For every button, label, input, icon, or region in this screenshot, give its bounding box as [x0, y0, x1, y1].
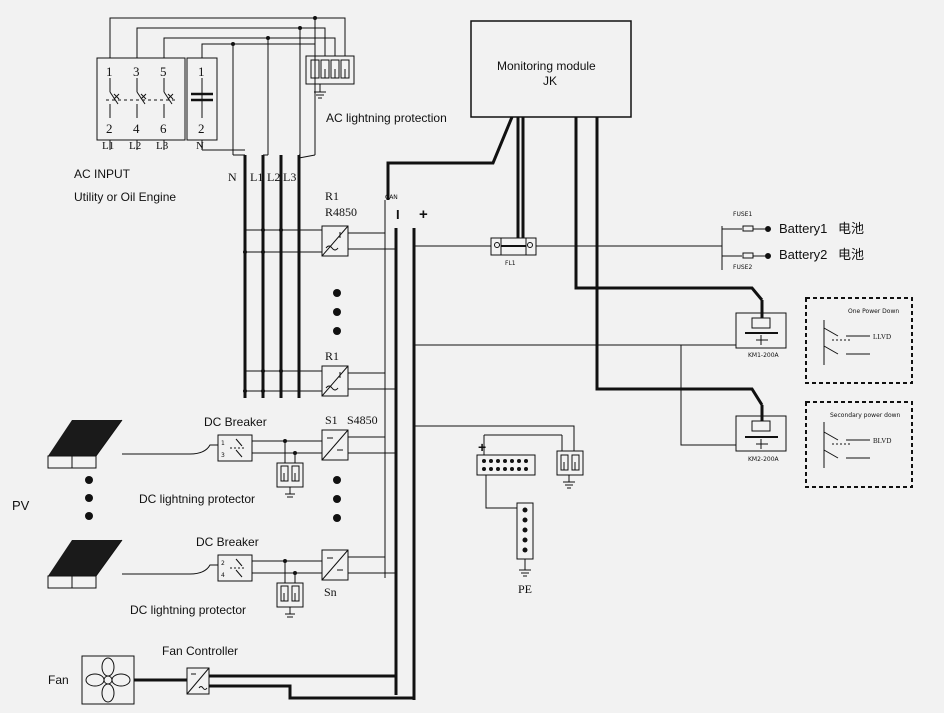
can-label: CAN [385, 194, 398, 201]
dc-breaker-bottom-pin-2: 2 [221, 560, 225, 567]
ac-phase-l1: L1 [102, 140, 114, 152]
battery2-label: Battery2 [779, 247, 827, 262]
monitoring-module [470, 20, 632, 118]
km2-label: KM2-200A [748, 456, 780, 463]
blvd-label: BLVD [873, 437, 891, 445]
monitoring-title: Monitoring module [497, 59, 596, 73]
bus-ground-block [556, 450, 584, 476]
ac-pin-2: 2 [106, 121, 113, 136]
fan-controller [186, 667, 210, 695]
fan-wiring [134, 674, 414, 700]
rectifier-r1-bottom [321, 365, 349, 397]
solar-s1-label: S1 [325, 413, 338, 427]
dc-breaker-top-pin-3: 3 [221, 452, 225, 459]
pv-label: PV [12, 498, 30, 513]
pv-junction-dots [283, 439, 297, 575]
dc-breaker-label-2: DC Breaker [196, 535, 259, 549]
dc-breaker-bottom [217, 554, 253, 582]
ac-neutral-label: N [196, 140, 204, 152]
pv-ellipsis-dots [85, 476, 93, 520]
fuse1-label: FUSE1 [733, 211, 752, 218]
shunt-label: FL1 [505, 260, 516, 267]
bus-label-n: N [228, 170, 237, 184]
dc-protector-bottom [276, 561, 304, 618]
km1-label: KM1-200A [748, 352, 780, 359]
solar-controller-sn [321, 549, 349, 581]
solar-model-label: S4850 [347, 413, 378, 427]
solar-ellipsis-dots [333, 476, 341, 522]
ac-pin-3: 3 [133, 64, 140, 79]
rectifier-model-label: R4850 [325, 205, 357, 219]
battery1-cn: 电池 [838, 221, 864, 236]
ac-input-subtitle: Utility or Oil Engine [74, 190, 176, 204]
bus-label-l2: L2 [267, 170, 280, 184]
busbar-plus-label: + [478, 439, 486, 455]
rectifier-dc-outputs [348, 232, 395, 574]
fan [81, 655, 135, 705]
contactor-km2 [735, 405, 787, 452]
solar-controller-s1 [321, 429, 349, 461]
n-pin-2: 2 [198, 121, 205, 136]
rectifier-ellipsis-dots [333, 289, 341, 335]
solar-panel-bottom [47, 539, 123, 589]
dc-protector-top [276, 441, 304, 498]
ac-phase-l2: L2 [129, 140, 141, 152]
dc-protector-label-2: DC lightning protector [130, 603, 246, 617]
battery2-cn: 电池 [838, 247, 864, 262]
can-to-monitoring [386, 116, 514, 200]
fan-label: Fan [48, 673, 69, 687]
ac-lightning-label: AC lightning protection [326, 111, 447, 125]
ac-bus [202, 149, 316, 398]
llvd-title: One Power Down [848, 308, 899, 315]
llvd-label: LLVD [873, 333, 891, 341]
dc-breaker-top [217, 434, 253, 462]
positive-busbar [476, 454, 536, 476]
solar-panel-top [47, 419, 123, 469]
pe-label: PE [518, 582, 532, 596]
battery1-label: Battery1 [779, 221, 827, 236]
contactor-km1 [735, 300, 787, 349]
rectifier-r1-label: R1 [325, 189, 339, 203]
dc-minus-label: I [396, 207, 400, 222]
ac-pin-5: 5 [160, 64, 167, 79]
ac-bus-tap-dots [243, 228, 283, 393]
ac-pin-4: 4 [133, 121, 140, 136]
fuse2-label: FUSE2 [733, 264, 752, 271]
rectifier-r1-bottom-label: R1 [325, 349, 339, 363]
ac-feed-wires [109, 17, 346, 155]
dc-breaker-top-pin-1: 1 [221, 440, 225, 447]
dc-protector-label-1: DC lightning protector [139, 492, 255, 506]
dc-breaker-bottom-pin-4: 4 [221, 572, 225, 579]
ac-bus-taps [245, 229, 322, 392]
ac-junction-dots [231, 16, 317, 46]
ac-lightning-protector [305, 55, 355, 99]
bus-label-l3: L3 [283, 170, 296, 184]
monitoring-subtitle: JK [543, 74, 557, 88]
shunt-fl1 [490, 237, 537, 256]
dc-plus-label: + [419, 206, 428, 223]
monitoring-wires [516, 117, 764, 406]
battery-feed-wire [414, 226, 742, 270]
ac-phase-l3: L3 [156, 140, 169, 152]
rectifier-r1-top [321, 225, 349, 257]
blvd-box [805, 401, 913, 488]
pe-bar [516, 502, 534, 577]
bus-label-l1: L1 [250, 170, 263, 184]
n-pin-1: 1 [198, 64, 205, 79]
solar-sn-label: Sn [324, 585, 337, 599]
ac-pin-1: 1 [106, 64, 113, 79]
llvd-box [805, 297, 913, 384]
dc-buses [384, 200, 416, 700]
ac-input-title: AC INPUT [74, 167, 131, 181]
battery-fuses [742, 225, 771, 259]
dc-breaker-label-1: DC Breaker [204, 415, 267, 429]
ac-pin-6: 6 [160, 121, 167, 136]
fan-controller-label: Fan Controller [162, 644, 238, 658]
blvd-title: Secondary power down [830, 412, 901, 419]
load-wires [414, 344, 736, 446]
